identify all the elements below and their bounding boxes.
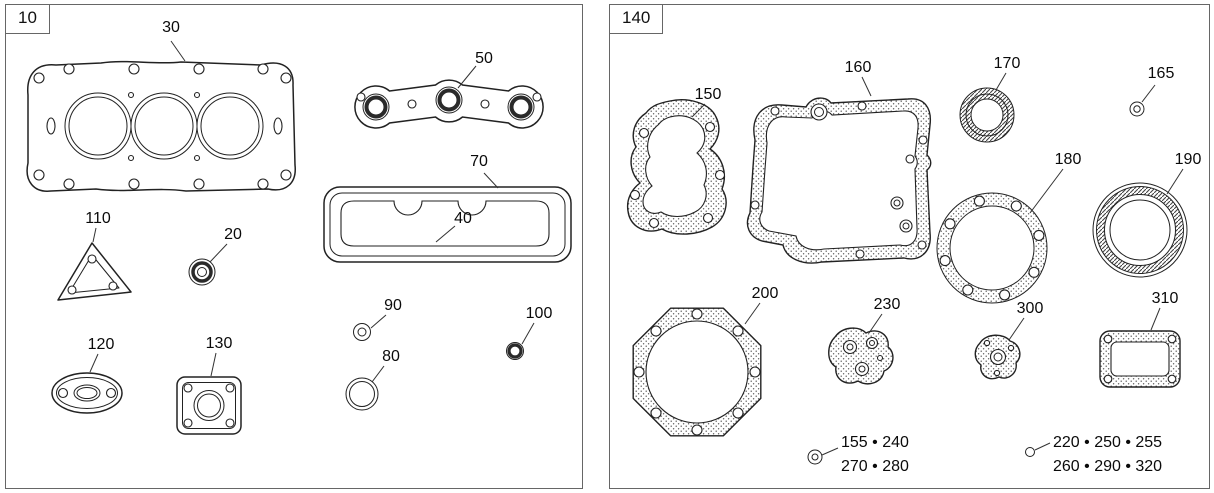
group-note-2-line-1: 220 • 250 • 255 [1053, 434, 1163, 451]
callout-leader-lines [89, 40, 535, 383]
callout-165: 165 [1147, 65, 1175, 82]
callout-leader-lines [691, 72, 1184, 456]
figure-panel-10: 10 [5, 4, 583, 489]
exhaust-manifold-gasket-drawing [354, 79, 544, 129]
figure-panel-140: 140 [609, 4, 1210, 489]
timing-cover-gasket-drawing [746, 97, 932, 264]
callout-40: 40 [454, 210, 472, 227]
washer-drawing [353, 323, 371, 341]
water-pump-gasket-drawing [626, 99, 727, 235]
washer-drawing [1129, 101, 1145, 117]
crank-seal-drawing [1092, 182, 1188, 278]
oil-seal-drawing [959, 87, 1015, 143]
group-note-2: 220 • 250 • 255 260 • 290 • 320 [1053, 431, 1162, 479]
group-note-2-line-2: 260 • 290 • 320 [1053, 458, 1163, 475]
callout-310: 310 [1151, 290, 1179, 307]
callout-30: 30 [162, 19, 180, 36]
figure-number-badge: 140 [610, 5, 664, 34]
square-flange-gasket-drawing [176, 376, 242, 435]
callout-180: 180 [1054, 151, 1082, 168]
callout-50: 50 [475, 50, 493, 67]
group-note-1: 155 • 240 270 • 280 [841, 431, 909, 479]
figure-number-badge: 10 [6, 5, 50, 34]
rectangular-gasket-drawing [1099, 330, 1181, 388]
thermostat-gasket-drawing [974, 334, 1021, 380]
small-seal-drawing [506, 342, 524, 360]
housing-gasket-drawing [632, 307, 762, 437]
group-note-1-line-1: 155 • 240 [841, 434, 909, 451]
round-seal-drawing [188, 258, 216, 286]
circular-gasket-drawing [936, 192, 1048, 304]
callout-90: 90 [384, 297, 402, 314]
callout-80: 80 [382, 348, 400, 365]
callout-170: 170 [993, 55, 1021, 72]
callout-20: 20 [224, 226, 242, 243]
callout-150: 150 [694, 86, 722, 103]
callout-100: 100 [525, 305, 553, 322]
callout-70: 70 [470, 153, 488, 170]
callout-300: 300 [1016, 300, 1044, 317]
group-note-1-line-2: 270 • 280 [841, 458, 909, 475]
figure-140-canvas [626, 72, 1188, 465]
figure-10-canvas [26, 40, 572, 435]
oil-pump-gasket-drawing [828, 327, 894, 385]
callout-120: 120 [87, 336, 115, 353]
o-ring-icon [1025, 447, 1035, 457]
oval-flange-gasket-drawing [51, 372, 123, 414]
callout-160: 160 [844, 59, 872, 76]
o-ring-drawing [345, 377, 379, 411]
cylinder-head-gasket-drawing [26, 60, 296, 192]
grommet-icon [807, 449, 823, 465]
callout-200: 200 [751, 285, 779, 302]
triangular-flange-gasket-drawing [57, 242, 132, 301]
callout-110: 110 [85, 210, 111, 227]
callout-190: 190 [1174, 151, 1202, 168]
valve-cover-gasket-drawing [323, 186, 572, 263]
callout-130: 130 [205, 335, 233, 352]
callout-230: 230 [873, 296, 901, 313]
